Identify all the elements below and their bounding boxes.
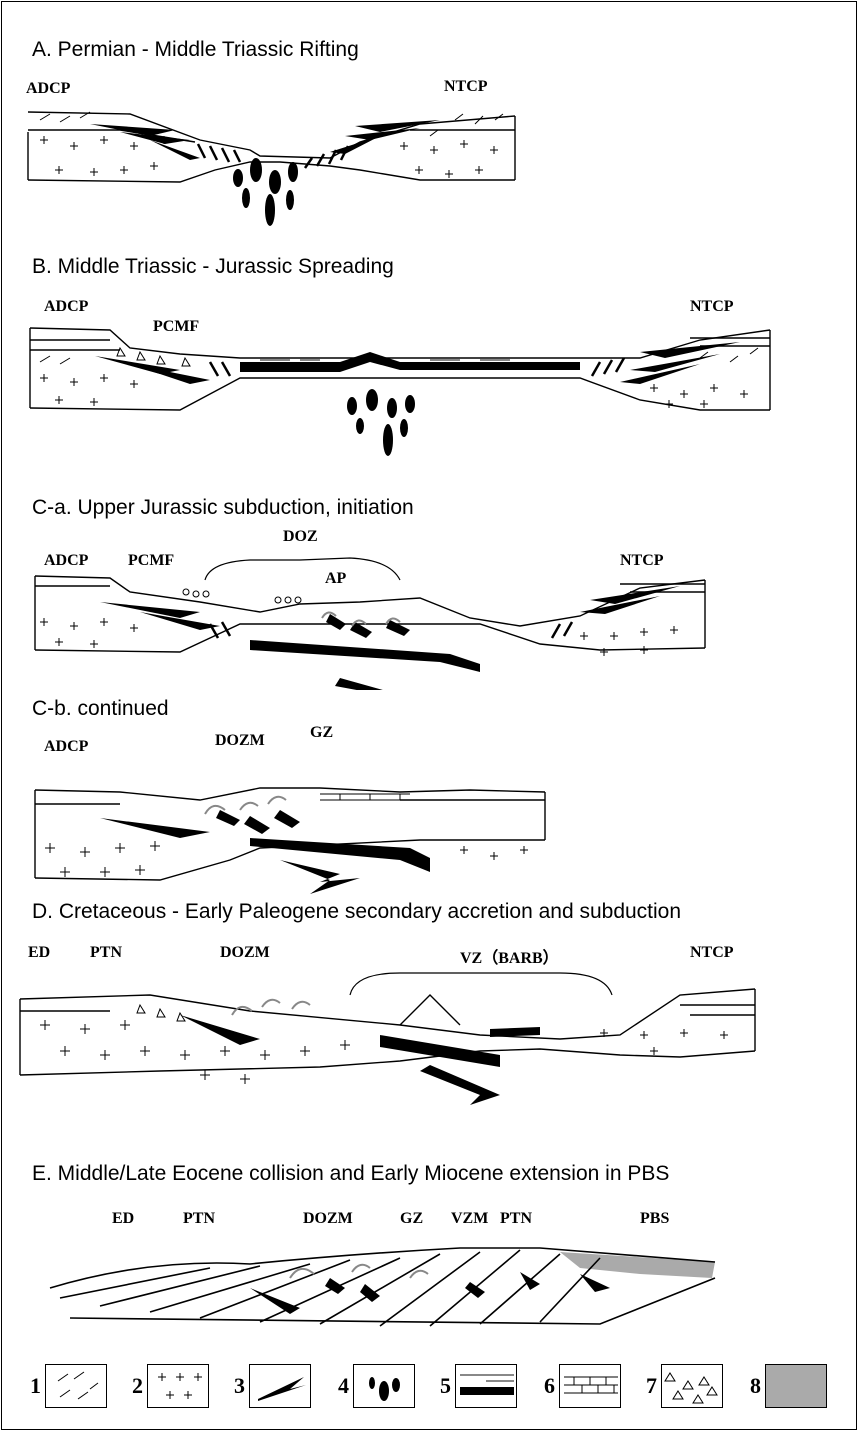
- legend-number: 5: [440, 1373, 451, 1399]
- legend-number: 2: [132, 1373, 143, 1399]
- continental-crust-dashes-icon: [45, 1364, 107, 1408]
- panel-ca-cross-section: [0, 540, 860, 690]
- panel-d-cross-section: [0, 955, 860, 1125]
- panel-e-label-vzm: VZM: [451, 1210, 488, 1228]
- panel-a-cross-section: [0, 100, 860, 240]
- panel-e-title: E. Middle/Late Eocene collision and Earl…: [32, 1162, 669, 1186]
- panel-a-label-ntcp: NTCP: [444, 78, 488, 96]
- limestone-bricks-icon: [559, 1364, 621, 1408]
- legend-number: 6: [544, 1373, 555, 1399]
- legend-item-6: 6: [544, 1364, 621, 1408]
- panel-a-label-adcp: ADCP: [26, 80, 70, 98]
- panel-cb-label-gz: GZ: [310, 724, 333, 742]
- oceanic-crust-bands-icon: [455, 1364, 517, 1408]
- legend-item-3: 3: [234, 1364, 311, 1408]
- breccia-triangles-icon: [661, 1364, 723, 1408]
- legend-number: 1: [30, 1373, 41, 1399]
- legend-item-5: 5: [440, 1364, 517, 1408]
- panel-a-title: A. Permian - Middle Triassic Rifting: [32, 38, 359, 62]
- panel-d-title: D. Cretaceous - Early Paleogene secondar…: [32, 900, 681, 924]
- granite-crosses-icon: [147, 1364, 209, 1408]
- panel-b-label-ntcp: NTCP: [690, 298, 734, 316]
- panel-b-label-adcp: ADCP: [44, 298, 88, 316]
- panel-e-label-ptn-1: PTN: [183, 1210, 215, 1228]
- panel-cb-cross-section: [0, 748, 860, 898]
- legend-number: 3: [234, 1373, 245, 1399]
- legend-number: 4: [338, 1373, 349, 1399]
- legend-number: 7: [646, 1373, 657, 1399]
- legend-item-1: 1: [30, 1364, 107, 1408]
- legend-item-4: 4: [338, 1364, 415, 1408]
- panel-e-label-gz: GZ: [400, 1210, 423, 1228]
- panel-b-cross-section: [0, 318, 860, 468]
- panel-e-cross-section: [0, 1228, 860, 1358]
- panel-e-label-ed: ED: [112, 1210, 134, 1228]
- legend-item-2: 2: [132, 1364, 209, 1408]
- wedge-fault-icon: [249, 1364, 311, 1408]
- panel-ca-title: C-a. Upper Jurassic subduction, initiati…: [32, 496, 414, 520]
- grey-basin-fill-icon: [765, 1364, 827, 1408]
- legend-item-8: 8: [750, 1364, 827, 1408]
- panel-cb-title: C-b. continued: [32, 697, 169, 721]
- legend-number: 8: [750, 1373, 761, 1399]
- panel-b-title: B. Middle Triassic - Jurassic Spreading: [32, 255, 394, 279]
- panel-e-label-pbs: PBS: [640, 1210, 669, 1228]
- legend-item-7: 7: [646, 1364, 723, 1408]
- panel-e-label-ptn-2: PTN: [500, 1210, 532, 1228]
- panel-e-label-dozm: DOZM: [303, 1210, 353, 1228]
- magma-drops-icon: [353, 1364, 415, 1408]
